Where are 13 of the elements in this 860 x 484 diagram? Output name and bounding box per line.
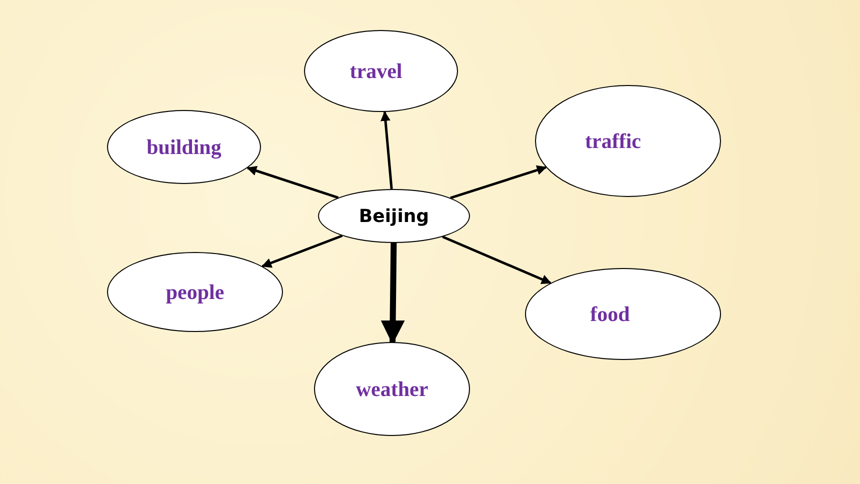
- node-label: traffic: [585, 128, 641, 154]
- node-label: food: [590, 302, 630, 326]
- arrow: [246, 166, 339, 199]
- arrow: [442, 236, 552, 284]
- node-label: weather: [356, 376, 428, 402]
- node-label: Beijing: [358, 206, 430, 226]
- node-label: people: [166, 280, 224, 304]
- arrow: [450, 165, 547, 200]
- node-label: building: [146, 134, 222, 160]
- node-label: travel: [350, 58, 402, 84]
- arrow: [380, 110, 393, 190]
- arrow: [380, 242, 405, 344]
- arrow: [261, 234, 343, 268]
